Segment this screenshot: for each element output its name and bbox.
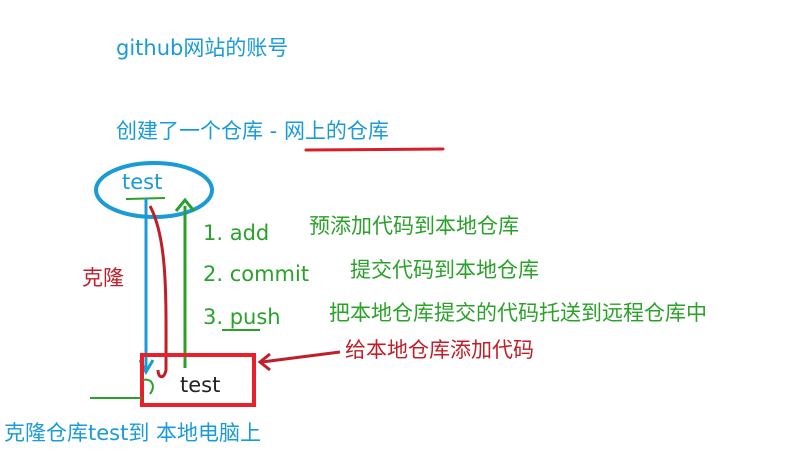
remote-repo-underline (304, 147, 445, 152)
add-code-note: 给本地仓库添加代码 (345, 338, 534, 362)
step-commit: 2. commit (203, 262, 310, 286)
clone-to-local-note: 克隆仓库test到 本地电脑上 (4, 421, 262, 445)
red-note-arrow-head (257, 352, 271, 372)
red-note-arrow-line (261, 350, 341, 364)
step-push: 3. push (203, 305, 281, 329)
step-push-desc: 把本地仓库提交的代码托送到远程仓库中 (329, 301, 707, 325)
create-repo-prefix: 创建了一个仓库 - (116, 119, 284, 143)
step-add: 1. add (203, 221, 270, 245)
create-repo-highlight: 网上的仓库 (283, 119, 389, 143)
remote-repo-name: test (122, 170, 163, 194)
step-add-desc: 预添加代码到本地仓库 (309, 214, 519, 238)
local-repo-box (140, 353, 256, 407)
step-commit-desc: 提交代码到本地仓库 (350, 258, 539, 282)
clone-label: 克隆 (82, 266, 124, 290)
local-repo-arc (142, 378, 154, 395)
red-link-line (148, 205, 168, 379)
push-arrow-head (174, 197, 196, 212)
account-note: github网站的账号 (116, 36, 289, 60)
create-repo-note: 创建了一个仓库 - 网上的仓库 (116, 121, 389, 142)
local-repo-name: test (180, 373, 221, 397)
